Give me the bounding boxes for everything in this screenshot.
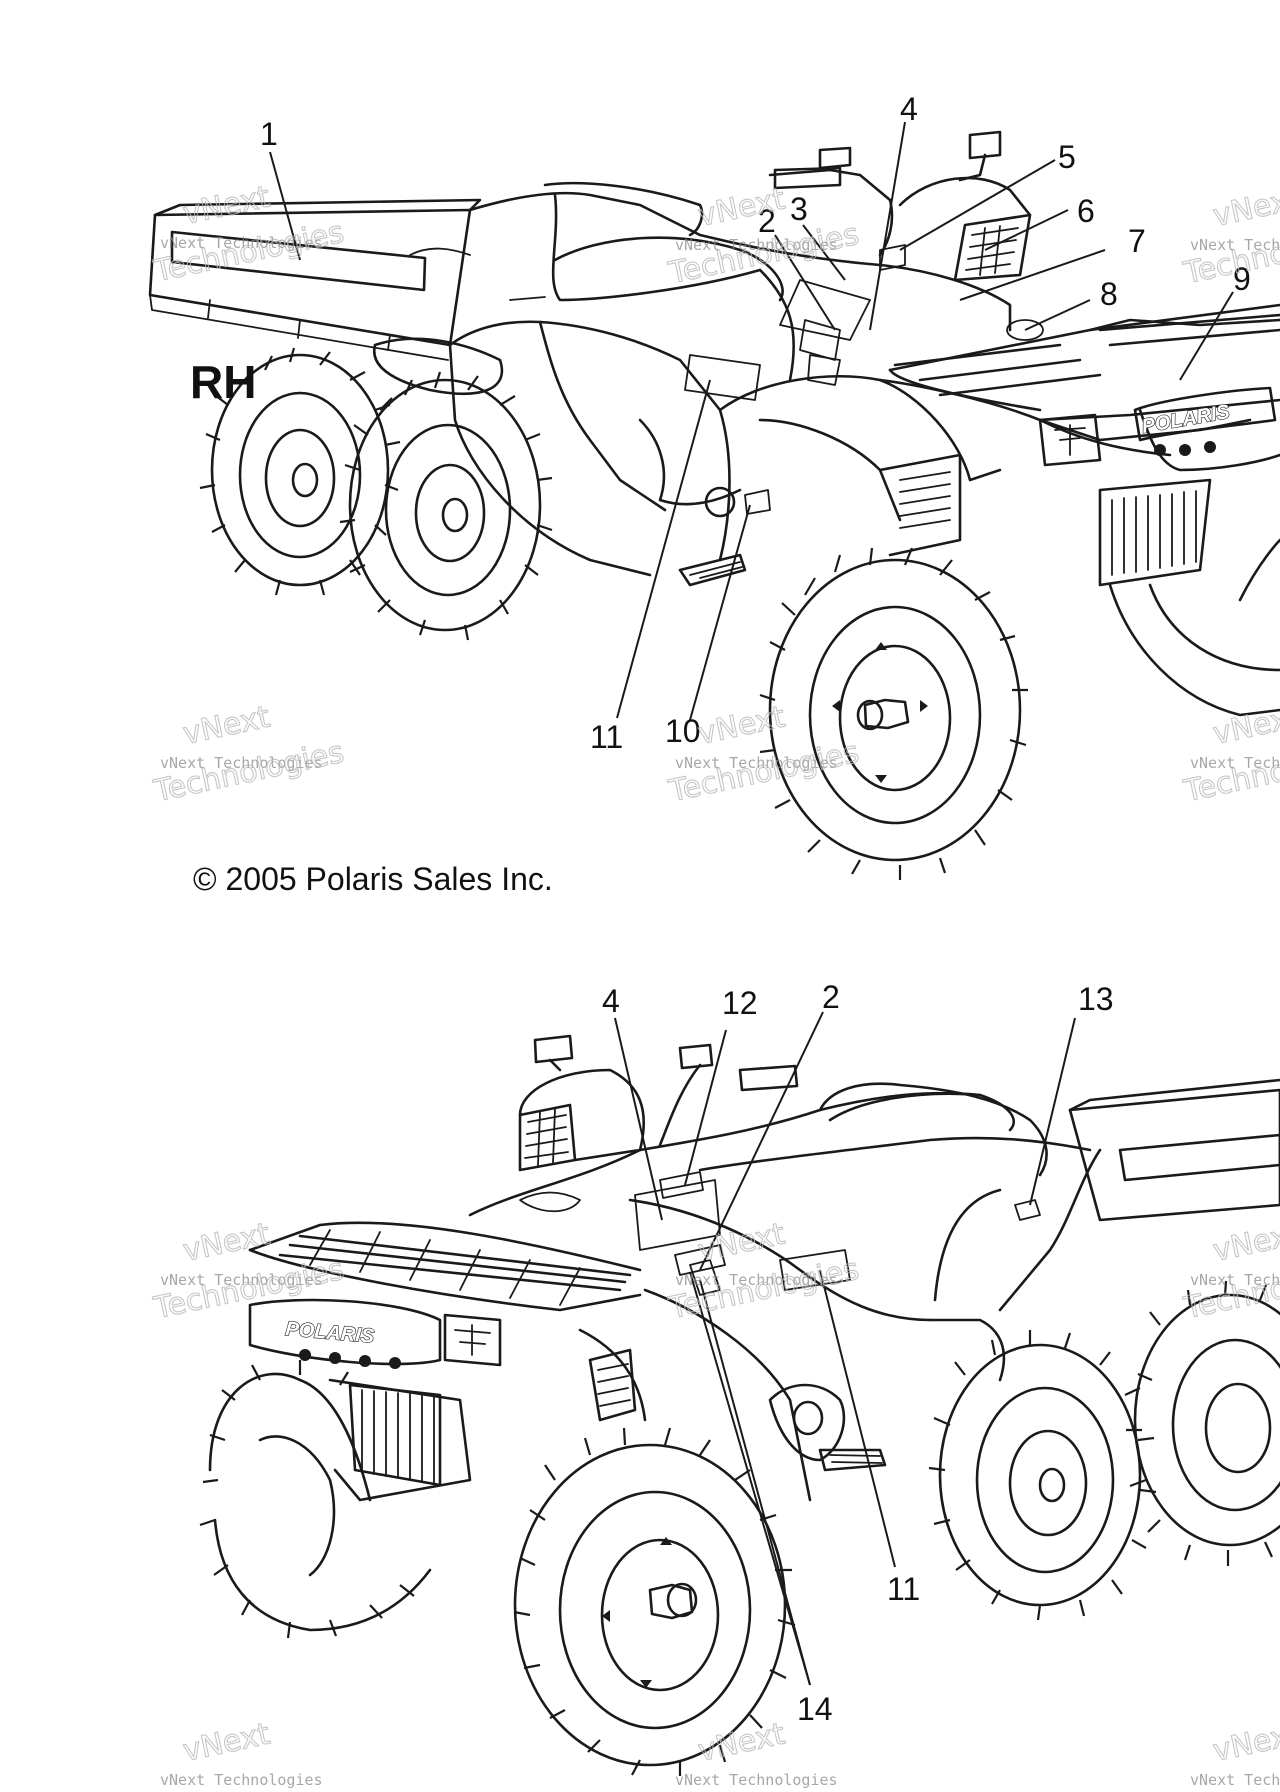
callout-11-bottom: 11 bbox=[887, 1571, 920, 1607]
callout-2-bottom: 2 bbox=[822, 979, 840, 1015]
callout-9: 9 bbox=[1233, 261, 1251, 297]
svg-text:vNext Technologies: vNext Technologies bbox=[160, 1271, 323, 1289]
watermark: vNext vNext Technologies Technologies bbox=[150, 1216, 348, 1327]
wheels-top bbox=[199, 347, 1280, 880]
leaders-bottom bbox=[614, 1011, 1076, 1686]
svg-text:vNext: vNext bbox=[1210, 1216, 1280, 1269]
callout-4-bottom: 4 bbox=[602, 983, 620, 1019]
svg-text:vNext Technologies: vNext Technologies bbox=[675, 236, 838, 254]
atv-body-bottom: POLARIS bbox=[248, 1034, 1102, 1502]
callout-11: 11 bbox=[590, 719, 623, 755]
svg-text:vNext Technologies: vNext Technologies bbox=[675, 754, 838, 772]
svg-text:vNext Technologies: vNext Technologies bbox=[160, 754, 323, 772]
callout-8: 8 bbox=[1100, 276, 1118, 312]
svg-text:vNext: vNext bbox=[1210, 1716, 1280, 1769]
wheels-bottom bbox=[199, 1280, 1280, 1776]
callout-3: 3 bbox=[790, 191, 808, 227]
callout-2: 2 bbox=[758, 203, 776, 239]
svg-text:vNext Technologies: vNext Technologies bbox=[1190, 1271, 1280, 1289]
watermark: vNext vNext Technologies Technologies bbox=[1180, 1216, 1280, 1327]
watermarks: vNext vNext Technologies Technologies vN… bbox=[150, 179, 1280, 1789]
svg-text:vNext Technologies: vNext Technologies bbox=[160, 234, 323, 252]
svg-text:vNext: vNext bbox=[695, 1216, 788, 1269]
callout-10: 10 bbox=[665, 713, 701, 749]
cargo-box-bottom bbox=[1068, 1078, 1280, 1222]
watermark: vNext vNext Technologies Technologies bbox=[150, 179, 348, 290]
watermark: vNext vNext Technologies Technologies bbox=[1180, 181, 1280, 292]
callouts-top: 1 2 3 4 5 6 7 8 9 10 11 bbox=[260, 91, 1251, 755]
svg-text:vNext: vNext bbox=[695, 1716, 788, 1769]
svg-text:vNext Technologies: vNext Technologies bbox=[1190, 1771, 1280, 1789]
callout-6: 6 bbox=[1077, 193, 1095, 229]
svg-text:vNext: vNext bbox=[1210, 181, 1280, 234]
svg-text:vNext Technologies: vNext Technologies bbox=[1190, 236, 1280, 254]
svg-text:vNext: vNext bbox=[180, 179, 273, 232]
leaders-top bbox=[269, 121, 1234, 721]
watermark: vNext vNext Technologies bbox=[160, 1716, 323, 1789]
brand-text-bottom: POLARIS bbox=[285, 1318, 376, 1348]
callout-1: 1 bbox=[260, 116, 278, 152]
atv-top-view: POLARIS bbox=[148, 91, 1280, 880]
svg-text:vNext: vNext bbox=[180, 1216, 273, 1269]
watermark: vNext vNext Technologies bbox=[1190, 1716, 1280, 1789]
callout-7: 7 bbox=[1128, 223, 1146, 259]
watermark: vNext vNext Technologies Technologies bbox=[1180, 699, 1280, 810]
callout-12: 12 bbox=[722, 985, 758, 1021]
svg-text:vNext Technologies: vNext Technologies bbox=[675, 1771, 838, 1789]
svg-text:Technologies: Technologies bbox=[150, 1252, 347, 1327]
callouts-bottom: 4 12 2 13 11 14 bbox=[602, 979, 1114, 1727]
svg-text:vNext: vNext bbox=[1210, 699, 1280, 752]
watermark: vNext vNext Technologies Technologies bbox=[150, 699, 348, 810]
svg-text:vNext: vNext bbox=[180, 1716, 273, 1769]
svg-text:Technologies: Technologies bbox=[150, 735, 347, 810]
view-label-rh: RH bbox=[190, 356, 256, 408]
svg-text:vNext Technologies: vNext Technologies bbox=[160, 1771, 323, 1789]
callout-14: 14 bbox=[797, 1691, 833, 1727]
svg-text:vNext: vNext bbox=[180, 699, 273, 752]
callout-5: 5 bbox=[1058, 139, 1076, 175]
svg-text:vNext Technologies: vNext Technologies bbox=[1190, 754, 1280, 772]
copyright-text: © 2005 Polaris Sales Inc. bbox=[193, 861, 553, 897]
callout-4: 4 bbox=[900, 91, 918, 127]
callout-13: 13 bbox=[1078, 981, 1114, 1017]
watermark: vNext vNext Technologies Technologies bbox=[665, 1216, 863, 1327]
svg-text:vNext Technologies: vNext Technologies bbox=[675, 1271, 838, 1289]
atv-bottom-view: POLARIS bbox=[199, 979, 1280, 1776]
